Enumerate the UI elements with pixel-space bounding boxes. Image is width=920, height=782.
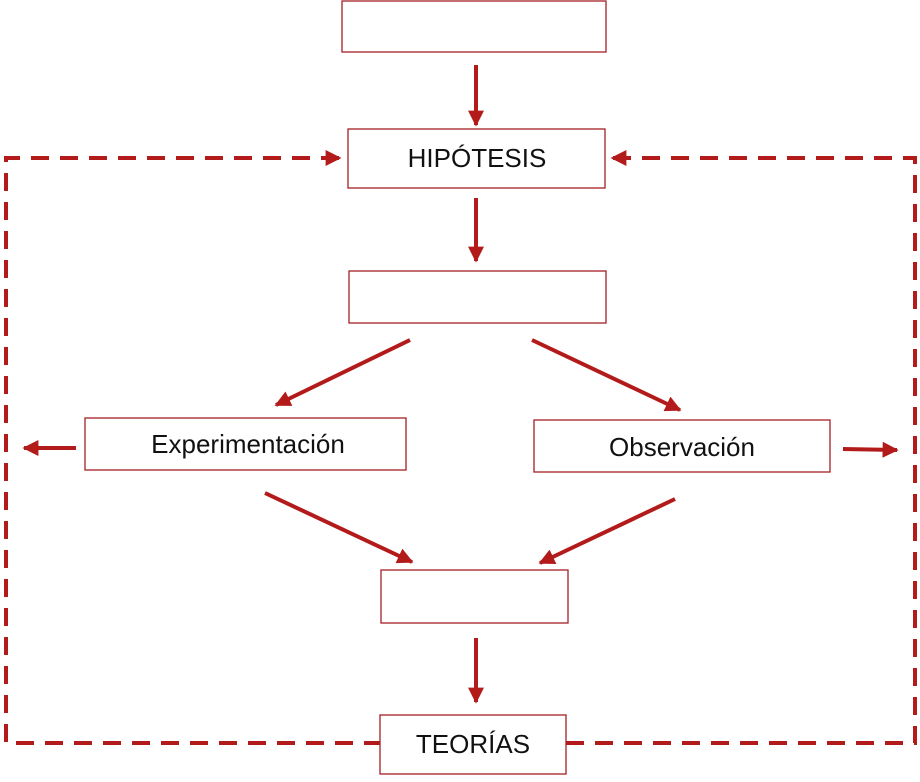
feedback-loop [4,150,917,745]
box-experimentacion: Experimentación [84,417,407,471]
box-experimentacion-label: Experimentación [151,429,345,459]
box-observacion-label: Observación [609,432,755,462]
arrow-observacion-to-right [842,441,899,458]
arrow-middle-to-experimentacion [274,338,411,407]
box-observacion: Observación [533,419,831,473]
box-lower-empty [380,569,569,624]
box-middle-empty [348,270,607,324]
arrow-observacion-to-lower [538,497,676,565]
arrow-middle-to-observacion [531,338,682,412]
box-teorias-label: TEORÍAS [416,729,530,759]
feedback-loop-left [4,150,382,745]
feedback-loop-right [566,150,917,745]
box-hipotesis-label: HIPÓTESIS [408,143,547,173]
flow-arrows [22,65,899,704]
arrow-experimentacion-to-lower [264,491,414,564]
box-top-empty [341,0,607,53]
box-hipotesis: HIPÓTESIS [347,128,606,189]
box-teorias: TEORÍAS [379,714,567,775]
